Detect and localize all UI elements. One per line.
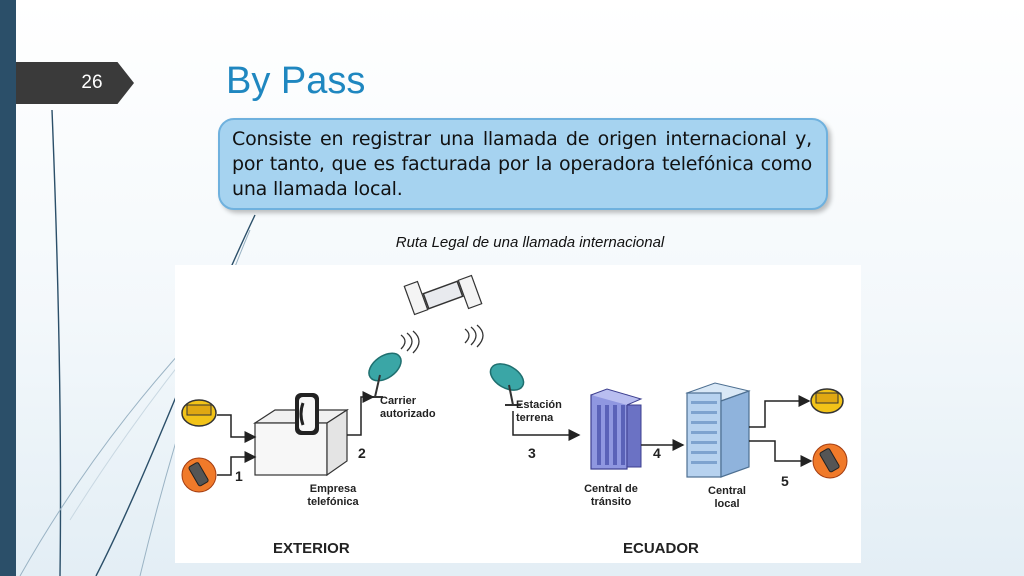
landline-phone-left-icon (181, 399, 217, 427)
slide-number-tab (16, 62, 134, 104)
call-route-diagram: Carrier autorizado Empresa telefónica Es… (175, 265, 861, 563)
signal-waves-left (400, 330, 420, 354)
route-line-landline-out (749, 395, 811, 428)
empresa-building-icon (252, 393, 350, 477)
route-number-5: 5 (781, 473, 789, 489)
route-line-estacion (512, 411, 581, 441)
slide-number: 26 (81, 72, 103, 93)
route-number-4: 4 (653, 445, 661, 461)
central-transito-label: Central de tránsito (584, 483, 638, 508)
definition-callout: Consiste en registrar una llamada de ori… (218, 118, 828, 210)
estacion-label: Estación terrena (516, 399, 562, 424)
route-line-carrier (347, 391, 375, 436)
route-line-phone1 (217, 414, 257, 443)
slide-title: By Pass (226, 60, 366, 102)
diagram-caption: Ruta Legal de una llamada internacional (395, 234, 665, 251)
signal-waves-right (464, 324, 484, 348)
mobile-phone-right-icon (812, 443, 848, 479)
central-transito-building-icon (590, 388, 643, 470)
route-number-3: 3 (528, 445, 536, 461)
definition-text: Consiste en registrar una llamada de ori… (232, 128, 812, 200)
route-number-2: 2 (358, 445, 366, 461)
satellite-dish-left-icon (367, 352, 402, 398)
mobile-phone-left-icon (181, 457, 217, 493)
region-exterior: EXTERIOR (273, 540, 350, 557)
left-accent-bar (0, 0, 16, 576)
satellite-icon (403, 274, 483, 316)
route-line-mobile1 (217, 451, 257, 476)
empresa-label: Empresa telefónica (307, 483, 359, 508)
route-number-1: 1 (235, 468, 243, 484)
central-local-label: Central local (708, 485, 746, 510)
carrier-label: Carrier autorizado (380, 395, 436, 420)
landline-phone-right-icon (810, 388, 844, 414)
region-ecuador: ECUADOR (623, 540, 699, 557)
route-line-mobile-out (749, 440, 813, 467)
satellite-dish-right-icon (489, 363, 525, 406)
central-local-building-icon (685, 382, 751, 478)
